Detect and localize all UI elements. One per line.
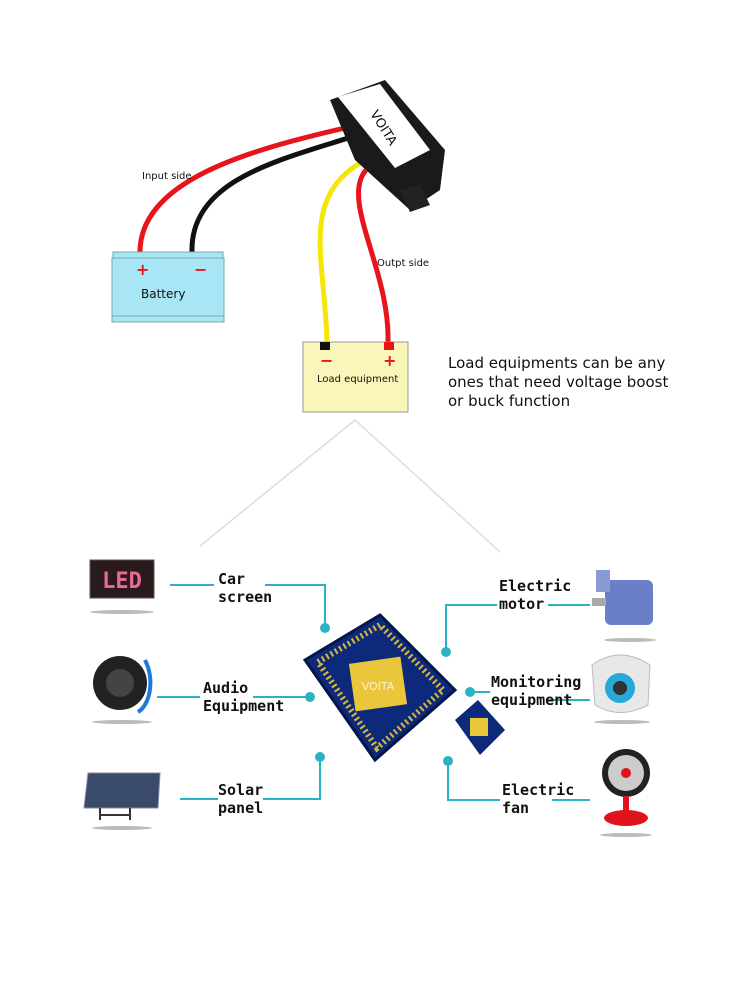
input-side-label: Input side xyxy=(142,171,192,182)
load-plus: + xyxy=(383,351,397,370)
output-red-wire xyxy=(355,168,391,343)
load-equipment-label: Load equipment xyxy=(317,374,399,385)
input-black-wire xyxy=(189,135,349,253)
load-note: Load equipments can be any ones that nee… xyxy=(448,354,668,411)
camera-icon xyxy=(591,654,651,724)
funnel-line-left xyxy=(199,419,356,547)
small-chip-icon xyxy=(455,700,505,755)
note-line: Load equipments can be any xyxy=(448,354,666,372)
led-sign-text: LED xyxy=(102,569,142,594)
battery-minus: − xyxy=(194,260,208,279)
load-equipment-box xyxy=(302,341,409,413)
chip-brand: VOITA xyxy=(362,680,395,693)
note-line: ones that need voltage boost xyxy=(448,373,669,391)
output-side-label: Outpt side xyxy=(377,258,430,269)
converter-module: VOITA xyxy=(330,80,445,212)
fan-icon xyxy=(600,749,652,837)
battery xyxy=(111,251,225,323)
battery-label: Battery xyxy=(141,287,186,301)
main-chip-icon: VOITA xyxy=(302,613,458,763)
input-red-wire xyxy=(137,125,346,253)
speaker-icon xyxy=(92,656,153,724)
connector-lines xyxy=(157,584,590,801)
load-minus: − xyxy=(320,351,334,370)
note-line: or buck function xyxy=(448,392,571,410)
solar-panel-icon xyxy=(83,772,161,830)
motor-icon xyxy=(592,570,656,642)
funnel-line-right xyxy=(354,419,501,553)
output-yellow-wire xyxy=(317,160,362,343)
battery-plus: + xyxy=(136,260,150,279)
led-screen-icon: LED xyxy=(89,559,155,614)
connector-dots xyxy=(305,623,475,766)
